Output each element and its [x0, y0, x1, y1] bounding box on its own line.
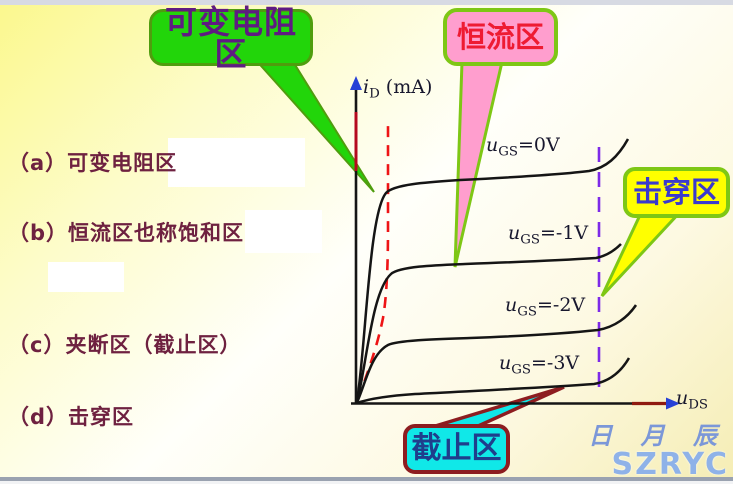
curve-label-var: u: [486, 134, 499, 156]
x-axis-label: uDS: [676, 387, 708, 413]
x-axis-subscript: DS: [688, 397, 709, 413]
y-axis-subscript: D: [369, 86, 380, 102]
curve-label-var: u: [505, 294, 518, 316]
slide-bottom-border: [0, 477, 733, 481]
curve-ugs-minus3v: [356, 357, 631, 405]
curve-label-value: =-1V: [539, 222, 589, 244]
y-axis-label: iD (mA): [363, 76, 432, 102]
watermark: 日 月 辰 SZRYC: [588, 423, 729, 480]
y-axis-symbol: i: [363, 76, 370, 98]
curve-ugs-minus2v: [355, 304, 638, 404]
y-axis-arrow-icon: [350, 76, 362, 90]
curve-label-sub: GS: [520, 232, 540, 248]
watermark-cjk: 日 月 辰: [588, 421, 727, 451]
blank-patch: [245, 210, 322, 253]
x-axis-symbol: u: [676, 387, 689, 409]
curve-label-var: u: [499, 352, 512, 374]
list-item-a: （a）可变电阻区: [8, 151, 178, 175]
curve-ugs-minus1v: [355, 243, 622, 403]
list-item-c: （c）夹断区（截止区）: [8, 333, 242, 357]
variable-resistance-callout: 可变电阻区: [149, 6, 313, 70]
curve-label-value: =0V: [517, 134, 560, 156]
curve-label-sub: GS: [498, 144, 518, 160]
y-axis-unit: (mA): [379, 76, 433, 98]
curve-label-ugs-minus1v: uGS=-1V: [508, 222, 588, 248]
slide-top-border: [0, 0, 733, 5]
cutoff-callout: 截止区: [403, 424, 510, 474]
list-item-d: （d）击穿区: [8, 405, 135, 429]
breakdown-callout: 击穿区: [623, 167, 730, 218]
curve-label-ugs-minus2v: uGS=-2V: [505, 294, 585, 320]
curve-label-sub: GS: [517, 304, 537, 320]
curve-label-sub: GS: [511, 362, 531, 378]
slide-bottom-edge: [0, 481, 733, 484]
curve-label-var: u: [508, 222, 521, 244]
constant-current-callout-tail: [453, 60, 504, 268]
curve-label-ugs-minus3v: uGS=-3V: [499, 352, 579, 378]
watermark-latin: SZRYC: [611, 446, 729, 482]
curve-ugs-0v: [355, 138, 630, 402]
blank-patch: [48, 262, 124, 292]
constant-current-callout: 恒流区: [443, 8, 558, 66]
blank-patch: [168, 138, 305, 187]
curve-label-value: =-3V: [530, 352, 580, 374]
curve-label-ugs-0v: uGS=0V: [486, 134, 560, 160]
x-axis-arrow-icon: [666, 397, 680, 410]
curve-label-value: =-2V: [536, 294, 586, 316]
breakdown-callout-tail: [600, 209, 685, 298]
list-item-b: （b）恒流区也称饱和区: [8, 221, 245, 245]
